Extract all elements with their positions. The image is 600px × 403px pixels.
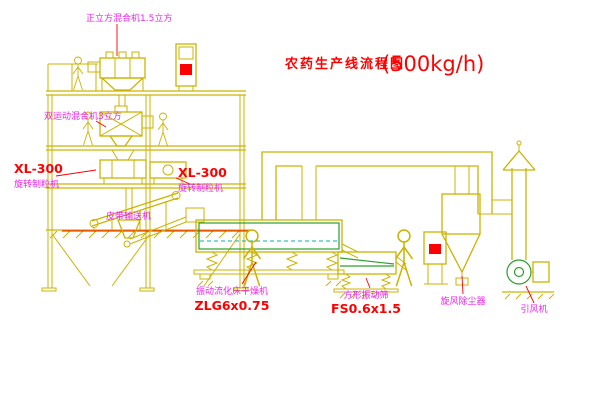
leader-lines [55,24,535,304]
draft-fan [502,259,555,300]
belt-conveyor [62,191,248,232]
feed-hopper-chute [117,188,187,248]
control-cabinet-top [175,43,197,91]
cubic-mixer [87,51,146,106]
granulator-2 [149,161,187,184]
air-duct [261,151,512,220]
exhaust-stack [502,140,536,260]
worker-figure [157,112,169,147]
label-fan: 引风机 [520,303,547,315]
label-double-motion-mixer: 双运动混合机3立方 [44,110,122,122]
labels: 农药生产线流程图 (500kg/h) 正立方混合机1.5立方 双运动混合机3立方… [14,12,548,316]
label-dryer-model: ZLG6x0.75 [195,298,270,313]
worker-figure [72,56,84,91]
control-cabinet-right [423,231,448,285]
label-granulator-mid-model: XL-300 [178,165,227,180]
label-cubic-mixer: 正立方混合机1.5立方 [86,12,172,24]
fluid-bed-dryer [185,207,359,287]
cyclone-separator [441,166,481,286]
label-cyclone: 旋风除尘器 [440,295,485,307]
label-granulator-left-name: 旋转制粒机 [14,178,59,190]
page-title: 农药生产线流程图 [284,56,405,72]
label-belt-conveyor: 皮带输送机 [106,210,151,222]
label-granulator-left-model: XL-300 [14,161,63,176]
label-screen-model: FS0.6x1.5 [331,301,401,316]
granulator [99,149,147,184]
double-motion-mixer [99,105,154,147]
vibrating-screen [333,251,407,299]
label-dryer-name: 振动流化床干燥机 [196,285,268,297]
label-granulator-mid-name: 旋转制粒机 [178,182,223,194]
label-screen-name: 方形振动筛 [343,289,388,301]
title-capacity: (500kg/h) [382,52,484,76]
